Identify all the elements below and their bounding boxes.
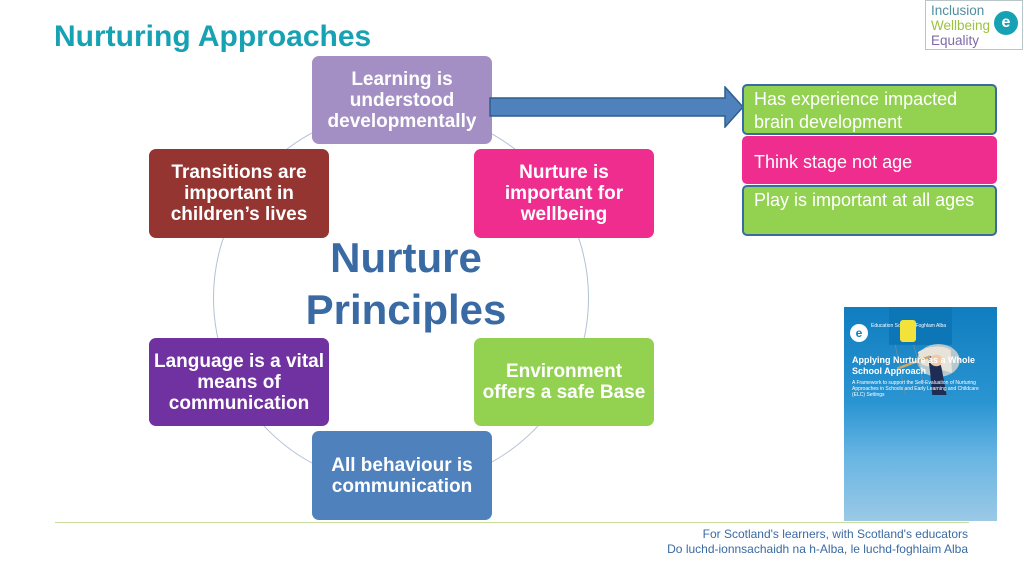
publication-cover-image: e Education Scotland Foghlam Alba Applyi…: [844, 307, 997, 521]
page-title: Nurturing Approaches: [54, 20, 372, 53]
cover-title: Applying Nurture as a Whole School Appro…: [852, 355, 976, 376]
cover-subtitle: A Framework to support the Self-Evaluati…: [852, 380, 979, 398]
principle-behaviour: All behaviour is communication: [312, 431, 492, 520]
inclusion-wellbeing-equality-logo: Inclusion Wellbeing Equality e: [925, 0, 1023, 50]
center-heading-line-1: Nurture: [330, 234, 482, 281]
center-heading: Nurture Principles: [280, 232, 532, 336]
principle-nurture: Nurture is important for wellbeing: [474, 149, 654, 238]
principle-environment: Environment offers a safe Base: [474, 338, 654, 426]
note-play-important: Play is important at all ages: [742, 185, 997, 236]
footer-line-1: For Scotland's learners, with Scotland's…: [702, 527, 968, 541]
logo-mark-icon: e: [994, 11, 1018, 35]
note-stage-not-age: Think stage not age: [742, 136, 997, 184]
cover-badge-icon: [900, 320, 916, 342]
logo-line-3: Equality: [931, 33, 980, 48]
education-scotland-logo-icon: e: [850, 324, 868, 342]
logo-line-1: Inclusion: [931, 3, 985, 18]
right-arrow-icon: [489, 86, 745, 128]
cover-photo-illustration: [889, 307, 960, 395]
note-brain-development: Has experience impacted brain developmen…: [742, 84, 997, 135]
footer-line-2: Do luchd-ionnsachaidh na h-Alba, le luch…: [667, 542, 968, 556]
principle-learning: Learning is understood developmentally: [312, 56, 492, 144]
center-heading-line-2: Principles: [305, 286, 507, 333]
logo-line-2: Wellbeing: [931, 18, 991, 33]
footer-divider: [55, 522, 969, 523]
principle-language: Language is a vital means of communicati…: [149, 338, 329, 426]
footer: For Scotland's learners, with Scotland's…: [667, 527, 968, 557]
principle-transitions: Transitions are important in children’s …: [149, 149, 329, 238]
